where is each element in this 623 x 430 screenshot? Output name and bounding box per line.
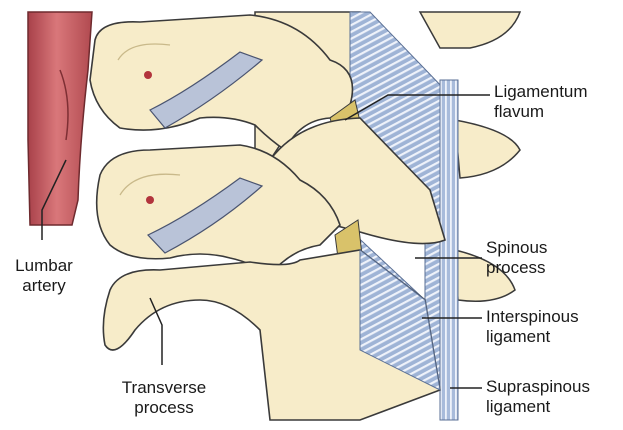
label-spinous-process-line1: Spinous: [486, 238, 547, 258]
label-ligamentum-flavum: Ligamentum flavum: [494, 82, 588, 122]
label-supraspinous-ligament: Supraspinous ligament: [486, 377, 590, 417]
label-interspinous-ligament: Interspinous ligament: [486, 307, 579, 347]
label-interspinous-ligament-line1: Interspinous: [486, 307, 579, 327]
label-supraspinous-ligament-line1: Supraspinous: [486, 377, 590, 397]
label-supraspinous-ligament-line2: ligament: [486, 397, 590, 417]
lumbar-artery: [28, 12, 92, 225]
label-ligamentum-flavum-line2: flavum: [494, 102, 588, 122]
label-spinous-process-line2: process: [486, 258, 547, 278]
label-lumbar-artery-line2: artery: [4, 276, 84, 296]
label-transverse-process: Transverse process: [104, 378, 224, 418]
label-ligamentum-flavum-line1: Ligamentum: [494, 82, 588, 102]
label-transverse-process-line1: Transverse: [104, 378, 224, 398]
label-interspinous-ligament-line2: ligament: [486, 327, 579, 347]
label-lumbar-artery: Lumbar artery: [4, 256, 84, 296]
label-lumbar-artery-line1: Lumbar: [4, 256, 84, 276]
label-transverse-process-line2: process: [104, 398, 224, 418]
label-spinous-process: Spinous process: [486, 238, 547, 278]
supraspinous-ligament-band: [440, 80, 458, 420]
